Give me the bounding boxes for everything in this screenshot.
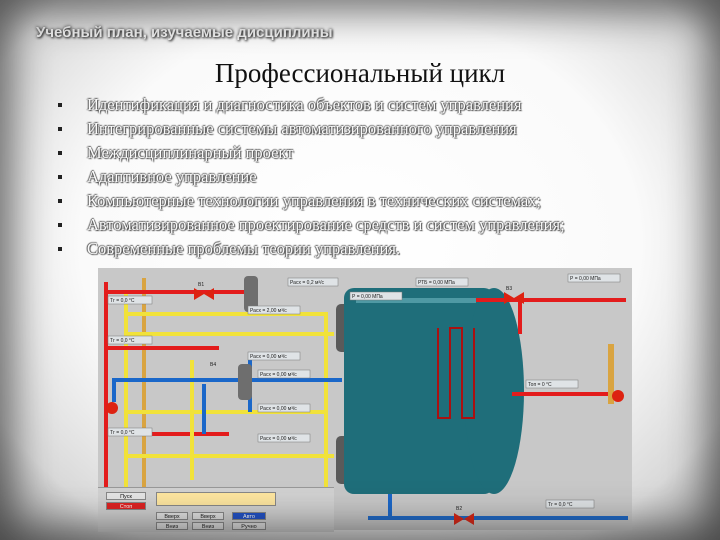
bullet-icon xyxy=(58,175,62,179)
valve-v2-icon[interactable] xyxy=(454,513,474,525)
rate-display-6 xyxy=(247,351,301,361)
cold-pipe-drop xyxy=(112,378,116,402)
rate-display-2 xyxy=(247,305,301,315)
temp-display-2 xyxy=(107,335,153,345)
valve-v1-label: В1 xyxy=(198,282,204,288)
tank-highlight xyxy=(356,298,476,303)
gas-pipe-1 xyxy=(124,312,324,316)
auto-button[interactable]: Авто xyxy=(232,512,266,520)
hot-pipe-low xyxy=(104,432,229,436)
list-item-text: Междисциплинарный проект xyxy=(87,143,294,162)
boiler-tank xyxy=(344,288,494,494)
steam-pipe-right xyxy=(608,344,614,404)
valve-v3-icon[interactable] xyxy=(504,292,524,304)
gas-pipe-left xyxy=(124,292,128,506)
steam-pipe-left xyxy=(142,278,146,514)
pressure-label-2: Р = 0,00 МПа xyxy=(570,276,601,282)
process-diagram: Тг = 0,0 °С Тг = 0,0 °С Тг = 0,0 °С Расх… xyxy=(98,268,632,530)
burner-top xyxy=(244,276,258,312)
temp-label-4: Тг = 0,0 °С xyxy=(548,502,573,508)
cold-pipe-bottom-riser xyxy=(388,494,392,518)
list-item-text: Интегрированные системы автоматизированн… xyxy=(87,119,517,138)
up-button-2[interactable]: Вверх xyxy=(192,512,224,520)
down-button-1[interactable]: Вниз xyxy=(156,522,188,530)
bullet-icon xyxy=(58,127,62,131)
bullet-icon xyxy=(58,103,62,107)
message-field xyxy=(156,492,276,506)
rate-display-1 xyxy=(287,277,339,287)
cold-pipe-vert xyxy=(202,384,206,434)
gas-pipe-3 xyxy=(124,410,324,414)
temp-display-3 xyxy=(107,427,153,437)
temp-label-1: Тг = 0,0 °С xyxy=(110,298,135,304)
down-button-2[interactable]: Вниз xyxy=(192,522,224,530)
pump-left-icon[interactable] xyxy=(106,402,118,414)
valve-v2-label: В2 xyxy=(456,506,462,512)
rate-label-6: Расх = 0,00 м³/с xyxy=(250,354,287,360)
pump-right-icon[interactable] xyxy=(612,390,624,402)
up-button-1[interactable]: Вверх xyxy=(156,512,188,520)
rate-display-5 xyxy=(257,433,311,443)
gas-pipe-vertical xyxy=(190,360,194,480)
bullet-icon xyxy=(58,223,62,227)
slide-title: Профессиональный цикл xyxy=(214,58,506,88)
rate-label-3: Расх = 0,00 м³/с xyxy=(260,372,297,378)
boiler-tank-end xyxy=(464,288,524,494)
stop-button[interactable]: Стоп xyxy=(106,502,146,510)
pressure-display-1 xyxy=(349,291,403,301)
hot-pipe-left xyxy=(104,282,108,512)
scada-mnemonic-screenshot: Тг = 0,0 °С Тг = 0,0 °С Тг = 0,0 °С Расх… xyxy=(98,268,632,530)
hot-pipe-right-drop xyxy=(518,298,522,334)
control-panel: Пуск Стоп Вверх Вверх Вниз Вниз Авто Руч… xyxy=(98,487,334,532)
heat-exchanger-coil xyxy=(437,327,475,419)
hot-pipe-top xyxy=(104,290,244,294)
slide-header: Учебный план, изучаемые дисциплины xyxy=(36,24,333,41)
rate-display-3 xyxy=(257,369,311,379)
list-item-text: Идентификация и диагностика объектов и с… xyxy=(87,95,522,114)
manual-button[interactable]: Ручно xyxy=(232,522,266,530)
rate-label-1: Расх = 0,2 м³/с xyxy=(290,280,324,286)
hot-pipe-mid xyxy=(104,346,219,350)
list-item-text: Современные проблемы теории управления. xyxy=(87,239,401,258)
gas-pipe-4 xyxy=(124,454,334,458)
hot-pipe-right xyxy=(476,298,626,302)
temp-label-3: Тг = 0,0 °С xyxy=(110,430,135,436)
gas-pipe-2 xyxy=(124,332,334,336)
rate-label-2: Расх = 2,00 м³/с xyxy=(250,308,287,314)
pressure-label-1: Р = 0,00 МПа xyxy=(352,294,383,300)
gas-pipe-right xyxy=(324,312,328,502)
start-button[interactable]: Пуск xyxy=(106,492,146,500)
ptb-display xyxy=(415,277,469,287)
fuel-display xyxy=(525,379,579,389)
list-item-text: Адаптивное управление xyxy=(87,167,257,186)
hot-pipe-right-mid xyxy=(512,392,612,396)
rate-display-4 xyxy=(257,403,311,413)
valve-v4-label: В4 xyxy=(210,362,216,368)
ptb-label: РТБ = 0,00 МПа xyxy=(418,280,455,286)
valve-v3-label: В3 xyxy=(506,286,512,292)
valve-v1-icon[interactable] xyxy=(194,288,214,300)
temp-display-4 xyxy=(545,499,595,509)
temp-label-2: Тг = 0,0 °С xyxy=(110,338,135,344)
fuel-label: Топ = 0 °С xyxy=(528,382,552,388)
pressure-display-2 xyxy=(567,273,621,283)
bullet-icon xyxy=(58,199,62,203)
list-item-text: Автоматизированное проектирование средст… xyxy=(87,215,565,234)
temp-display-1 xyxy=(107,295,153,305)
burner-mid xyxy=(238,364,252,400)
bullet-icon xyxy=(58,247,62,251)
rate-label-4: Расх = 0,00 м³/с xyxy=(260,406,297,412)
rate-label-5: Расх = 0,00 м³/с xyxy=(260,436,297,442)
cold-pipe-bottom xyxy=(368,516,628,520)
bullet-icon xyxy=(58,151,62,155)
cold-pipe-1 xyxy=(112,378,342,382)
list-item-text: Компьютерные технологии управления в тех… xyxy=(87,191,542,210)
